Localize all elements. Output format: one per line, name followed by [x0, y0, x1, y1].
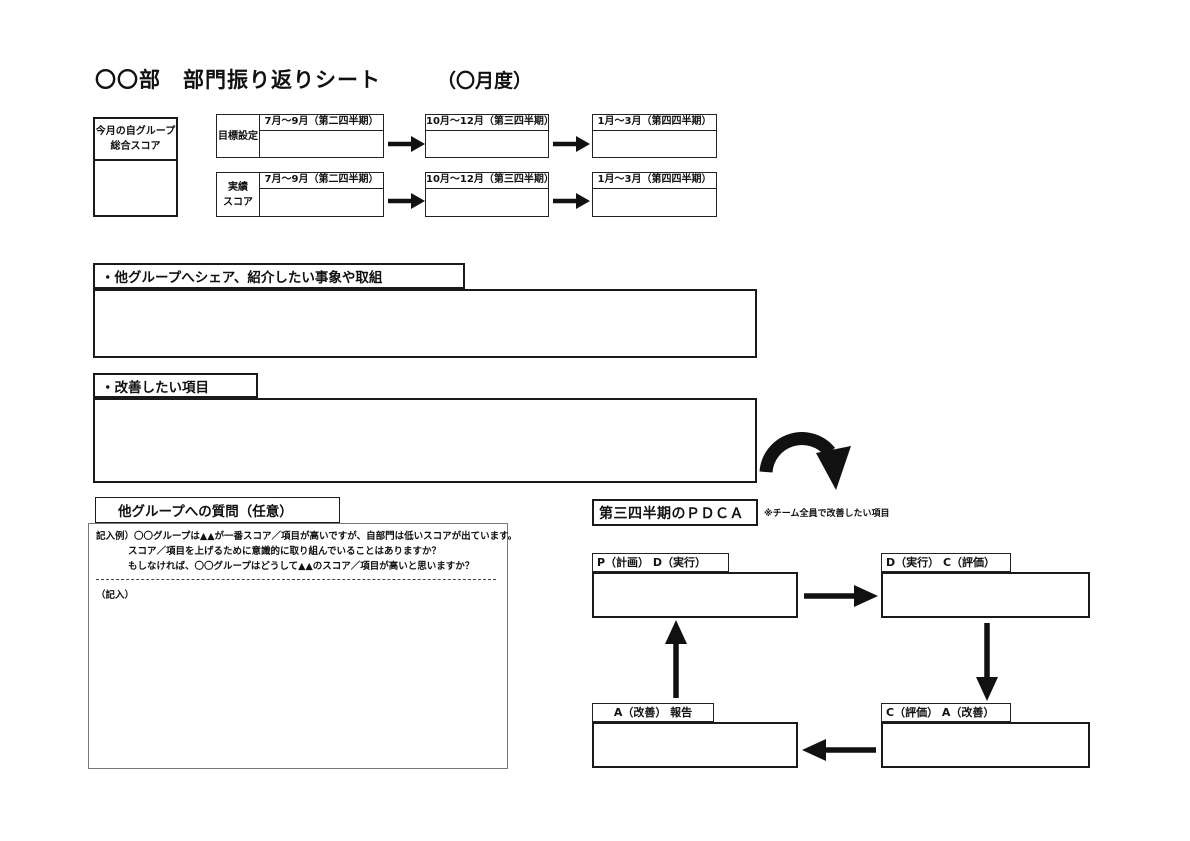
goal-q2-entry[interactable]	[260, 131, 383, 157]
goal-q4-entry[interactable]	[593, 131, 716, 157]
goal-q3-header: 10月～12月（第三四半期）	[426, 115, 554, 131]
pdca-section-title: 第三四半期のＰＤＣＡ	[599, 505, 744, 522]
pdca-check-input-area[interactable]	[881, 722, 1090, 768]
goal-row-label-line1: 目標設定	[218, 130, 258, 142]
questions-input-area[interactable]: 記入例）〇〇グループは▲▲が一番スコア／項目が高いですが、自部門は低いスコアが出…	[88, 523, 518, 769]
summary-score-label-line2: 総合スコア	[110, 141, 161, 152]
arrow-right-icon	[553, 136, 590, 152]
page-title: 〇〇部 部門振り返りシート	[95, 68, 381, 92]
goal-q3-box: 10月～12月（第三四半期）	[425, 114, 554, 158]
question-entry-label: （記入）	[96, 590, 135, 601]
question-example-line3: もしなければ、〇〇グループはどうして▲▲のスコア／項目が高いと思いますか？	[128, 561, 475, 572]
summary-score-box: 今月の自グループ 総合スコア	[93, 117, 178, 217]
improve-input-area[interactable]	[93, 398, 757, 483]
pdca-check-label: C（評価） A（改善）	[881, 703, 1011, 722]
dashed-divider	[96, 579, 496, 580]
question-example-line1: 記入例）〇〇グループは▲▲が一番スコア／項目が高いですが、自部門は低いスコアが出…	[96, 531, 518, 542]
question-example-line2: スコア／項目を上げるために意識的に取り組んでいることはありますか？	[128, 546, 442, 557]
actual-row-box: 実績 スコア 7月～9月（第二四半期）	[216, 172, 384, 217]
goal-q4-header: 1月～3月（第四四半期）	[593, 115, 716, 131]
actual-q3-header: 10月～12月（第三四半期）	[426, 173, 554, 189]
actual-q2-cell: 7月～9月（第二四半期）	[260, 173, 383, 216]
questions-section-title: 他グループへの質問（任意）	[118, 504, 293, 520]
summary-score-label-line1: 今月の自グループ	[95, 125, 176, 137]
actual-row-label-line2: スコア	[223, 196, 253, 208]
pdca-plan-input-area[interactable]	[592, 572, 798, 618]
actual-row-label-line1: 実績	[228, 181, 248, 193]
pdca-section-header: 第三四半期のＰＤＣＡ	[592, 499, 758, 526]
improve-section-header: ・改善したい項目	[93, 373, 258, 398]
pdca-plan-label: P（計画） D（実行）	[592, 553, 729, 572]
improve-section-title: ・改善したい項目	[101, 379, 209, 396]
goal-row-label: 目標設定	[217, 115, 260, 157]
goal-q2-header: 7月～9月（第二四半期）	[260, 115, 383, 131]
arrow-right-icon	[388, 136, 425, 152]
summary-score-entry[interactable]	[95, 161, 176, 215]
actual-q4-header: 1月～3月（第四四半期）	[593, 173, 716, 189]
arrow-up-icon	[665, 620, 687, 698]
arrow-right-icon	[804, 585, 878, 607]
pdca-act-input-area[interactable]	[592, 722, 798, 768]
share-section-title: ・他グループへシェア、紹介したい事象や取組	[101, 270, 383, 286]
actual-q4-entry[interactable]	[593, 189, 716, 216]
curved-arrow-down-icon	[759, 432, 851, 490]
pdca-do-label: D（実行） C（評価）	[881, 553, 1011, 572]
questions-section-header: 他グループへの質問（任意）	[95, 497, 340, 523]
actual-q3-box: 10月～12月（第三四半期）	[425, 172, 554, 217]
summary-score-label: 今月の自グループ 総合スコア	[95, 119, 176, 161]
actual-q2-entry[interactable]	[260, 189, 383, 216]
arrow-left-icon	[802, 739, 876, 761]
arrow-down-icon	[976, 623, 998, 701]
share-section-header: ・他グループへシェア、紹介したい事象や取組	[93, 263, 465, 289]
goal-q2-cell: 7月～9月（第二四半期）	[260, 115, 383, 157]
page-title-period: （〇月度）	[437, 70, 533, 92]
arrow-right-icon	[388, 193, 425, 209]
pdca-act-label: A（改善） 報告	[592, 703, 714, 722]
actual-q2-header: 7月～9月（第二四半期）	[260, 173, 383, 189]
goal-row-box: 目標設定 7月～9月（第二四半期）	[216, 114, 384, 158]
pdca-do-input-area[interactable]	[881, 572, 1090, 618]
goal-q4-box: 1月～3月（第四四半期）	[592, 114, 717, 158]
arrow-right-icon	[553, 193, 590, 209]
share-input-area[interactable]	[93, 289, 757, 358]
pdca-note: ※チーム全員で改善したい項目	[764, 509, 890, 519]
goal-q3-entry[interactable]	[426, 131, 548, 157]
actual-q3-entry[interactable]	[426, 189, 548, 216]
actual-row-label: 実績 スコア	[217, 173, 260, 216]
actual-q4-box: 1月～3月（第四四半期）	[592, 172, 717, 217]
